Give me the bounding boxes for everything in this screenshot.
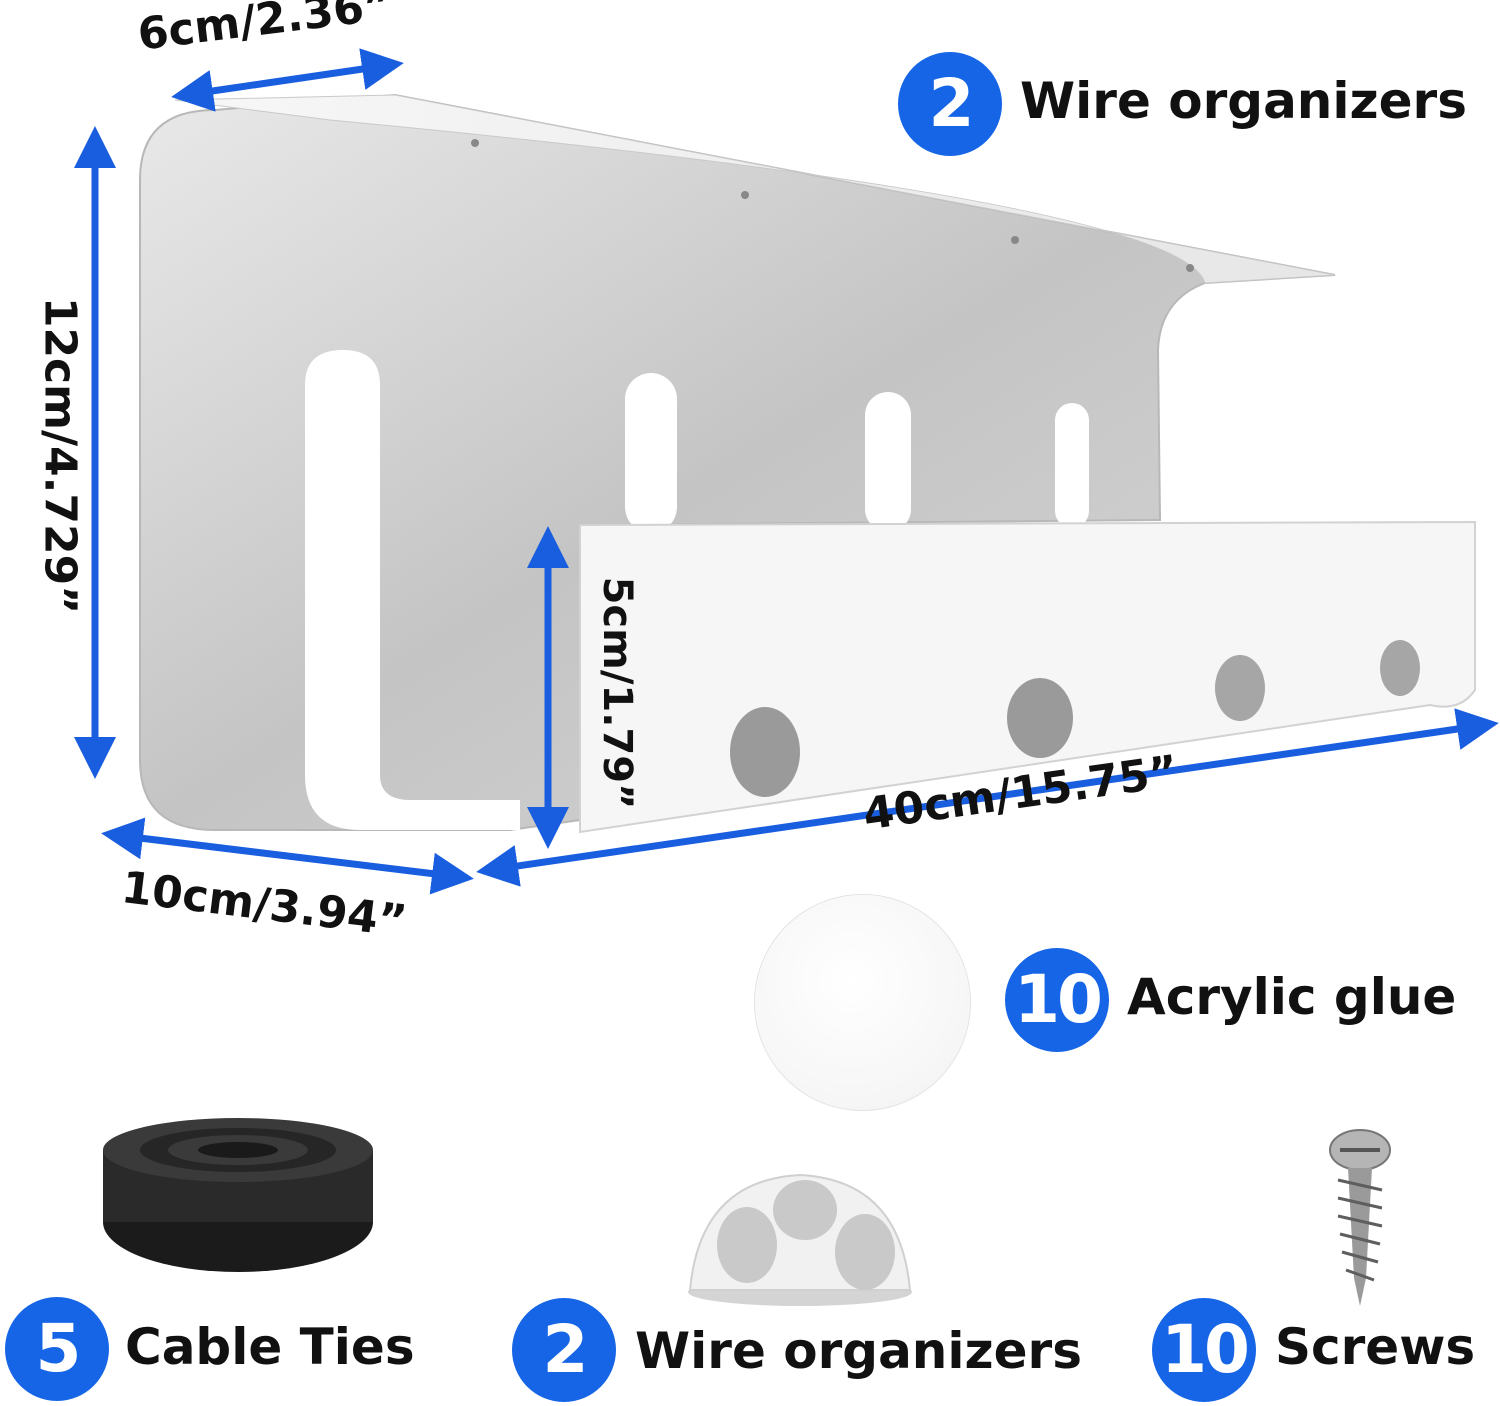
item-label: Wire organizers [635,1322,1082,1380]
cable-tie-roll-icon [103,1118,373,1272]
arrow-bottom-depth [101,817,474,895]
adhesive-pad-icon [755,895,970,1110]
dimension-arrows [74,48,1499,895]
item-label: Acrylic glue [1127,968,1457,1026]
arrow-top-depth [171,48,404,112]
dim-height-label: 12cm/4.729” [34,296,86,615]
tray-back-wall [139,93,1336,831]
dim-front-height-label: 5cm/1.79” [594,576,640,810]
screw-icon [1329,1129,1391,1306]
item-label: Wire organizers [1020,72,1467,130]
arrow-length [476,708,1499,887]
item-label: Screws [1275,1318,1476,1376]
count-badge: 10 [1152,1298,1256,1402]
item-label: Cable Ties [125,1318,415,1376]
count-badge: 5 [5,1297,109,1401]
count-badge: 10 [1005,948,1109,1052]
count-badge: 2 [898,52,1002,156]
cable-clip-icon [688,1173,912,1306]
count-badge: 2 [512,1298,616,1402]
